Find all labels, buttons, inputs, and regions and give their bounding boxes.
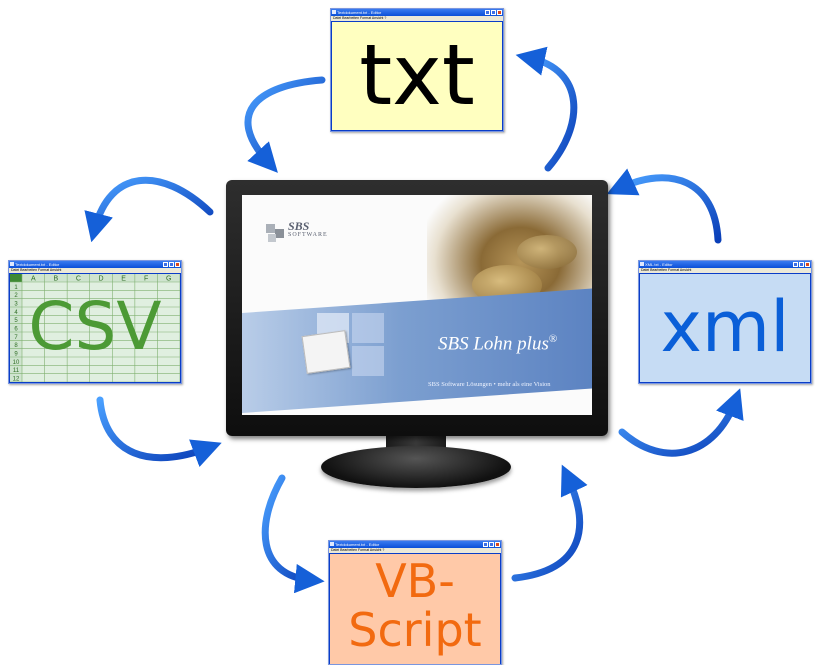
xml-title-bar: XML.txt - Editor xyxy=(639,261,811,268)
document-thumbnail xyxy=(301,330,351,374)
grid-row-label: 7 xyxy=(14,335,18,341)
arrow-xml-to-monitor xyxy=(606,168,722,244)
close-icon xyxy=(175,262,180,267)
vbscript-editor-window: Textdokument.txt - Editor Datei Bearbeit… xyxy=(328,540,502,665)
txt-format-label: txt xyxy=(359,26,475,124)
csv-menu-bar: Datei Bearbeiten Format Ansicht xyxy=(9,268,181,273)
grid-row-label: 1 xyxy=(14,285,18,291)
csv-format-label: CSV xyxy=(28,288,162,365)
maximize-icon xyxy=(799,262,804,267)
grid-column-label: C xyxy=(76,276,81,283)
xml-content-area: xml xyxy=(640,274,810,382)
txt-window-title: Textdokument.txt - Editor xyxy=(337,10,382,15)
arrow-monitor-to-vb xyxy=(261,474,325,594)
grid-row-label: 9 xyxy=(14,352,18,358)
vb-content-area: VB- Script xyxy=(330,554,500,664)
grid-header-row xyxy=(10,274,180,282)
txt-editor-window: Textdokument.txt - Editor Datei Bearbeit… xyxy=(330,8,504,132)
vb-format-label-line1: VB- xyxy=(375,554,455,608)
arrow-monitor-to-txt xyxy=(515,46,578,172)
decorative-square xyxy=(352,313,384,343)
minimize-icon xyxy=(163,262,168,267)
grid-row-label: 4 xyxy=(14,310,18,316)
minimize-icon xyxy=(483,542,488,547)
sbs-logo-subtext: SOFTWARE xyxy=(288,232,328,238)
arrow-csv-to-monitor xyxy=(96,396,222,467)
grid-row-label: 8 xyxy=(14,343,18,349)
grid-column-label: A xyxy=(31,276,36,283)
vb-title-bar: Textdokument.txt - Editor xyxy=(329,541,501,548)
monitor-screen: SBS SOFTWARE SBS Lohn plus® SBS Software… xyxy=(242,195,592,415)
decorative-square xyxy=(352,346,384,376)
xml-editor-window: XML.txt - Editor Datei Bearbeiten Format… xyxy=(638,260,812,384)
txt-content-area: txt xyxy=(332,22,502,130)
grid-column-label: D xyxy=(98,276,103,283)
xml-menu-bar: Datei Bearbeiten Format Ansicht xyxy=(639,268,811,273)
grid-row-label: 6 xyxy=(14,327,18,333)
txt-menu-bar: Datei Bearbeiten Format Ansicht ? xyxy=(331,16,503,21)
notepad-icon xyxy=(10,262,14,266)
close-icon xyxy=(495,542,500,547)
grid-column-label: G xyxy=(166,276,171,283)
grid-row-label: 12 xyxy=(13,377,20,383)
maximize-icon xyxy=(489,542,494,547)
csv-title-bar: Textdokument.txt - Editor xyxy=(9,261,181,268)
product-name: SBS Lohn plus xyxy=(438,333,549,355)
grid-row-label: 2 xyxy=(14,293,18,299)
grid-column-label: F xyxy=(144,276,148,283)
vb-menu-bar: Datei Bearbeiten Format Ansicht ? xyxy=(329,548,501,553)
xml-format-label: xml xyxy=(660,286,790,368)
grid-corner-cell xyxy=(10,274,22,282)
coin-2 xyxy=(517,235,577,269)
grid-column-label: B xyxy=(54,276,59,283)
maximize-icon xyxy=(169,262,174,267)
minimize-icon xyxy=(485,10,490,15)
product-title: SBS Lohn plus® xyxy=(438,333,557,355)
grid-header-column xyxy=(10,274,22,382)
csv-editor-window: Textdokument.txt - Editor Datei Bearbeit… xyxy=(8,260,182,384)
sbs-logo-cube-icon xyxy=(266,224,284,242)
notepad-icon xyxy=(640,262,644,266)
close-icon xyxy=(497,10,502,15)
close-icon xyxy=(805,262,810,267)
monitor: SBS SOFTWARE SBS Lohn plus® SBS Software… xyxy=(226,180,608,492)
minimize-icon xyxy=(793,262,798,267)
product-tagline: SBS Software Lösungen • mehr als eine Vi… xyxy=(428,381,551,388)
grid-row-label: 10 xyxy=(13,360,20,366)
notepad-icon xyxy=(332,10,336,14)
monitor-stand-base xyxy=(321,446,511,488)
grid-row-label: 11 xyxy=(13,368,20,374)
notepad-icon xyxy=(330,542,334,546)
vb-window-title: Textdokument.txt - Editor xyxy=(335,542,380,547)
arrow-vb-to-monitor xyxy=(511,464,588,582)
registered-mark: ® xyxy=(548,333,558,345)
xml-window-title: XML.txt - Editor xyxy=(645,262,673,267)
maximize-icon xyxy=(491,10,496,15)
vb-format-label-line2: Script xyxy=(348,603,482,657)
arrow-monitor-to-xml xyxy=(618,388,744,457)
arrow-monitor-to-csv xyxy=(84,176,214,243)
csv-window-title: Textdokument.txt - Editor xyxy=(15,262,60,267)
sbs-logo-text: SBS xyxy=(288,219,310,233)
arrow-txt-to-monitor xyxy=(244,76,326,173)
txt-title-bar: Textdokument.txt - Editor xyxy=(331,9,503,16)
grid-column-label: E xyxy=(121,276,126,283)
grid-row-label: 3 xyxy=(14,302,18,308)
grid-row-label: 5 xyxy=(14,318,18,324)
